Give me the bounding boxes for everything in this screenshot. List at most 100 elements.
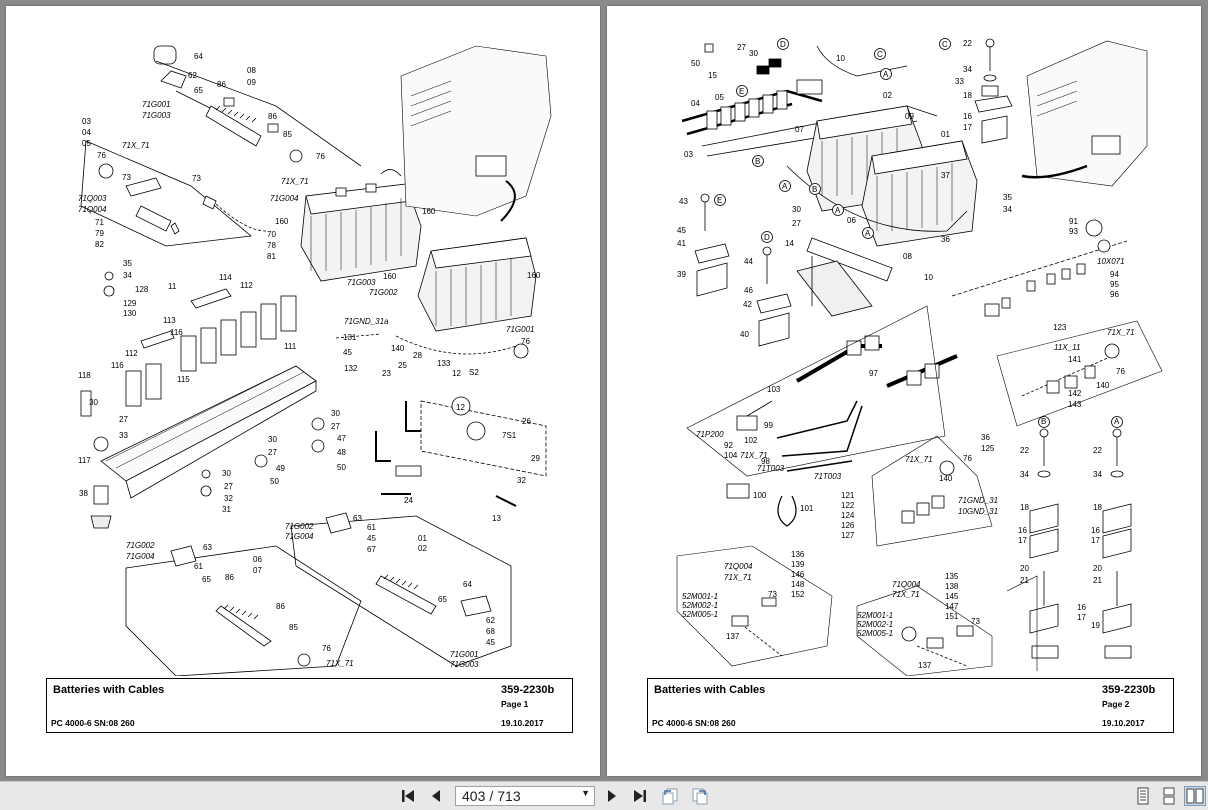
next-view-button[interactable] xyxy=(689,786,711,806)
drawing-date: 19.10.2017 xyxy=(1102,718,1145,728)
callout-label: 65 xyxy=(438,595,447,604)
callout-label: 36 xyxy=(941,235,950,244)
callout-label: 62 xyxy=(188,71,197,80)
single-page-view-button[interactable] xyxy=(1132,786,1154,806)
callout-label: 31 xyxy=(222,505,231,514)
first-page-icon xyxy=(402,790,414,802)
drawing-title: Batteries with Cables xyxy=(654,684,766,696)
callout-label: 71G002 xyxy=(126,541,155,550)
next-page-icon xyxy=(608,790,616,802)
callout-label: 114 xyxy=(219,273,232,282)
previous-page-icon xyxy=(432,790,440,802)
callout-label: 152 xyxy=(791,590,805,599)
callout-label: 91 xyxy=(1069,217,1078,226)
callout-label: 25 xyxy=(398,361,407,370)
chevron-down-icon[interactable]: ▼ xyxy=(581,788,590,798)
callout-label: 71G003 xyxy=(142,111,171,120)
callout-label: 104 xyxy=(724,451,738,460)
callout-label: 129 xyxy=(123,299,137,308)
callout-label: 148 xyxy=(791,580,805,589)
callout-label: 73 xyxy=(122,173,131,182)
callout-label: 01 xyxy=(418,534,427,543)
callout-label: 115 xyxy=(177,375,190,384)
callout-label: 30 xyxy=(749,49,758,58)
callout-label: 36 xyxy=(981,433,990,442)
callout-label: A xyxy=(883,70,889,79)
first-page-button[interactable] xyxy=(398,786,420,806)
callout-label: 160 xyxy=(275,217,289,226)
callout-label: 130 xyxy=(123,309,137,318)
callout-label: 7S1 xyxy=(502,431,517,440)
callout-label: 100 xyxy=(753,491,767,500)
callout-label: E xyxy=(739,87,744,96)
continuous-view-icon xyxy=(1163,787,1175,805)
callout-label: 02 xyxy=(418,544,427,553)
callout-label: 43 xyxy=(679,197,688,206)
next-view-icon xyxy=(692,788,708,805)
callout-label: 07 xyxy=(795,125,804,134)
callout-label: 101 xyxy=(800,504,814,513)
previous-view-icon xyxy=(662,788,678,805)
callout-label: 127 xyxy=(841,531,855,540)
callout-label: 61 xyxy=(194,562,203,571)
callout-label: 102 xyxy=(744,436,758,445)
callout-label: 71G003 xyxy=(347,278,376,287)
previous-view-button[interactable] xyxy=(659,786,681,806)
callout-label: 112 xyxy=(125,349,138,358)
callout-label: 103 xyxy=(767,385,781,394)
callout-label: 19 xyxy=(1091,621,1100,630)
next-page-button[interactable] xyxy=(601,786,623,806)
callout-label: 71X_71 xyxy=(122,141,150,150)
callout-label: 71X_71 xyxy=(740,451,768,460)
callout-label: 64 xyxy=(194,52,203,61)
continuous-view-button[interactable] xyxy=(1158,786,1180,806)
callout-label: 09 xyxy=(905,112,914,121)
callout-label: 141 xyxy=(1068,355,1082,364)
callout-label: 126 xyxy=(841,521,855,530)
callout-label: 52M005-1 xyxy=(857,629,893,638)
callout-label: 135 xyxy=(945,572,959,581)
callout-label: 136 xyxy=(791,550,805,559)
drawing-number: 359-2230b xyxy=(1102,684,1156,696)
callout-label: 112 xyxy=(240,281,253,290)
callout-label: 86 xyxy=(268,112,277,121)
callout-label: 17 xyxy=(963,123,972,132)
callout-label: 27 xyxy=(737,43,746,52)
two-page-view-button[interactable] xyxy=(1184,786,1206,806)
callout-label: 123 xyxy=(1053,323,1067,332)
current-page-number[interactable]: 403 xyxy=(462,788,486,804)
callout-label: 151 xyxy=(945,612,959,621)
callout-label: 52M005-1 xyxy=(682,610,718,619)
exploded-parts-diagram-page-1: 64 62 65 08 09 86 71G001 71G003 86 85 76… xyxy=(78,45,552,676)
callout-label: 76 xyxy=(521,337,530,346)
callout-label: B xyxy=(1041,417,1046,426)
callout-label: 10GND_31 xyxy=(958,507,998,516)
callout-label: 160 xyxy=(422,207,436,216)
callout-label: 50 xyxy=(691,59,700,68)
page-selector[interactable]: 403 / 713 ▼ xyxy=(455,786,595,806)
callout-label: 71Q004 xyxy=(78,205,107,214)
callout-label: 33 xyxy=(955,77,964,86)
callout-label: 160 xyxy=(383,272,397,281)
callout-label: 132 xyxy=(344,364,358,373)
callout-label: 50 xyxy=(337,463,346,472)
callout-label: 71 xyxy=(95,218,104,227)
callout-label: 71X_71 xyxy=(892,590,920,599)
callout-label: 14 xyxy=(785,239,794,248)
callout-label: 16 xyxy=(1018,526,1027,535)
last-page-button[interactable] xyxy=(628,786,650,806)
callout-label: 34 xyxy=(963,65,972,74)
machine-model: PC 4000-6 SN:08 260 xyxy=(51,718,135,728)
callout-label: 142 xyxy=(1068,389,1082,398)
callout-label: 78 xyxy=(267,241,276,250)
callout-label: 65 xyxy=(202,575,211,584)
callout-label: 99 xyxy=(764,421,773,430)
previous-page-button[interactable] xyxy=(425,786,447,806)
callout-label: 121 xyxy=(841,491,855,500)
callout-label: 07 xyxy=(253,566,262,575)
callout-label: 52M002-1 xyxy=(682,601,718,610)
callout-label: D xyxy=(780,40,786,49)
callout-label: 71G003 xyxy=(450,660,479,669)
callout-label: 71X_71 xyxy=(1107,328,1135,337)
callout-label: 06 xyxy=(253,555,262,564)
